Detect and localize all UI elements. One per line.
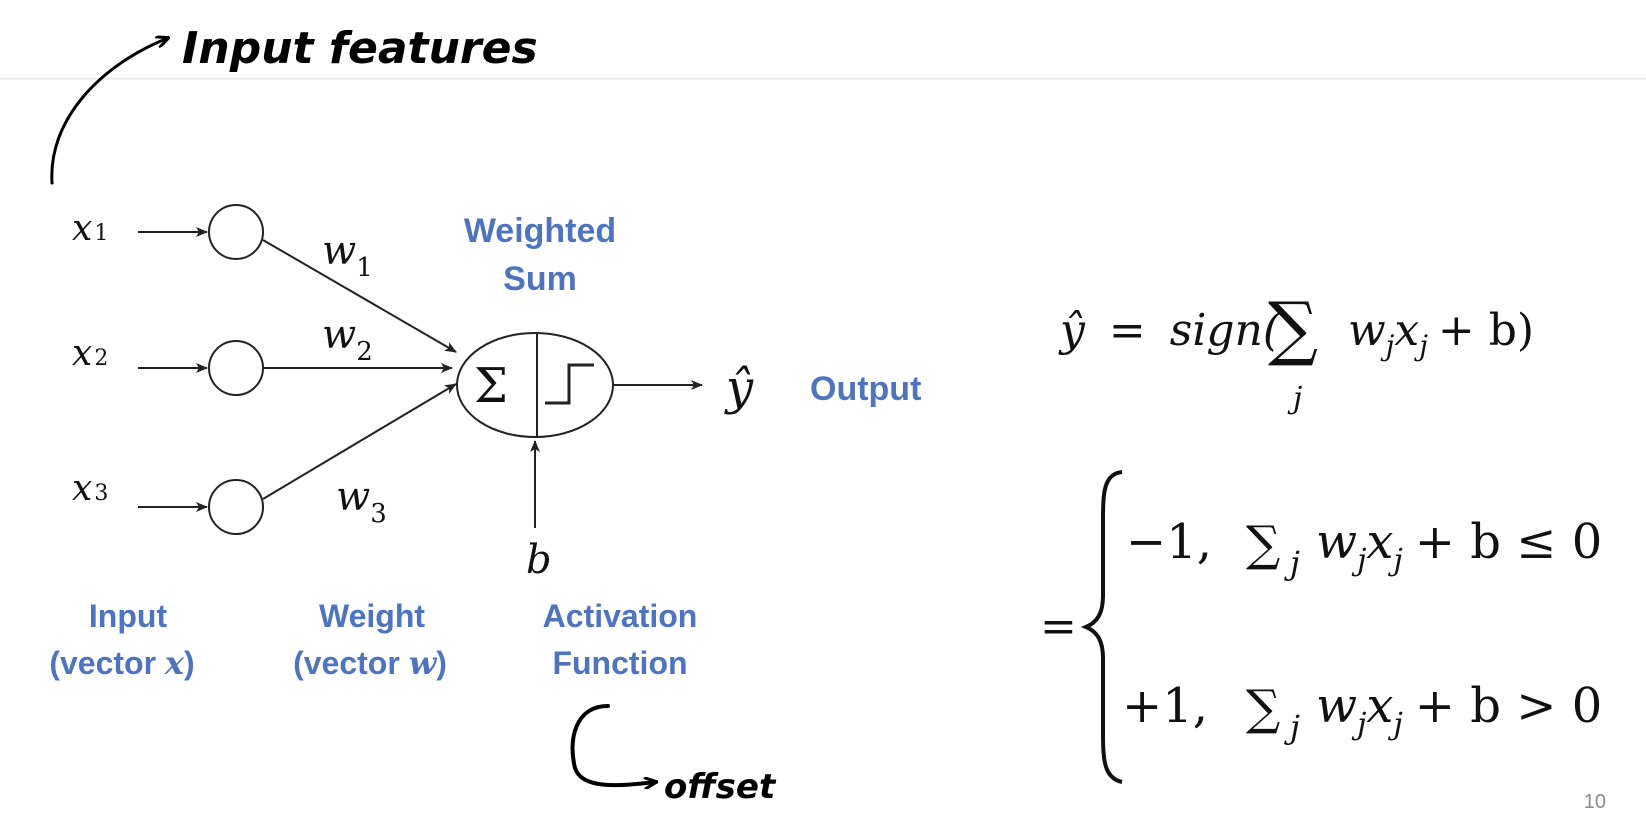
- svg-text:j: j: [1284, 708, 1300, 746]
- svg-text:wjxj+ b > 0: wjxj+ b > 0: [1316, 678, 1602, 742]
- step-function-icon: [545, 363, 594, 405]
- left-brace-icon: [1080, 470, 1123, 784]
- input-x2-label: x2: [72, 333, 108, 374]
- svg-text:+1,: +1,: [1122, 678, 1208, 734]
- svg-text:wjxj+ b): wjxj+ b): [1348, 305, 1534, 362]
- input-features-annotation: Input features: [50, 23, 538, 185]
- input-label-1: Input: [89, 598, 168, 634]
- output-label: Output: [810, 370, 921, 408]
- input-x1-label: x1: [72, 208, 108, 249]
- sign-equation: ŷ = sign( ∑ j wjxj+ b): [1058, 287, 1534, 416]
- svg-text:x3: x3: [72, 468, 108, 509]
- weighted-sum-label-1: Weighted: [464, 212, 616, 250]
- svg-text:w1: w1: [322, 228, 373, 283]
- weighted-sum-label-2: Sum: [503, 260, 577, 298]
- svg-text:−1,: −1,: [1126, 514, 1212, 570]
- svg-text:=: =: [1040, 601, 1077, 652]
- piecewise-equation: = −1, ∑ j wjxj+ b ≤ 0 +1, ∑ j wjxj+ b > …: [1040, 470, 1602, 784]
- svg-text:w2: w2: [322, 312, 373, 367]
- input-node-1: [208, 204, 264, 260]
- input-node-2: [208, 340, 264, 396]
- activation-label-2: Function: [552, 645, 687, 681]
- svg-text:∑: ∑: [1246, 516, 1280, 572]
- svg-text:ŷ = sign(: ŷ = sign(: [1058, 305, 1281, 356]
- svg-text:j: j: [1287, 381, 1302, 416]
- sum-operator-icon: ∑: [1268, 287, 1318, 369]
- hook-arrow-icon: [570, 704, 656, 785]
- offset-note: offset: [664, 767, 777, 807]
- svg-text:∑: ∑: [1246, 680, 1280, 736]
- svg-text:j: j: [1284, 544, 1300, 582]
- svg-text:w3: w3: [336, 474, 387, 529]
- weight-label-2: (vector w): [293, 644, 447, 682]
- svg-text:x1: x1: [72, 208, 108, 249]
- curved-arrow-icon: [50, 38, 168, 185]
- weight-w3-label: w3: [336, 474, 387, 529]
- weight-edge-1: [262, 239, 457, 353]
- weight-edge-3: [262, 383, 457, 500]
- svg-text:wjxj+ b ≤ 0: wjxj+ b ≤ 0: [1316, 514, 1602, 578]
- input-features-note: Input features: [182, 23, 538, 74]
- input-node-3: [208, 479, 264, 535]
- input-label-2: (vector x): [49, 644, 194, 682]
- bias-label: b: [526, 537, 552, 583]
- weight-w2-label: w2: [322, 312, 373, 367]
- activation-label-1: Activation: [543, 598, 698, 634]
- weight-label-1: Weight: [319, 598, 425, 634]
- output-symbol: ŷ: [724, 360, 754, 416]
- page-number: 10: [1584, 791, 1606, 813]
- offset-annotation: offset: [570, 704, 777, 807]
- sum-icon: Σ: [474, 358, 508, 414]
- header-divider: [0, 78, 1646, 80]
- weight-w1-label: w1: [322, 228, 373, 283]
- neuron-unit: Σ: [456, 332, 614, 438]
- input-x3-label: x3: [72, 468, 108, 509]
- svg-text:x2: x2: [72, 333, 108, 374]
